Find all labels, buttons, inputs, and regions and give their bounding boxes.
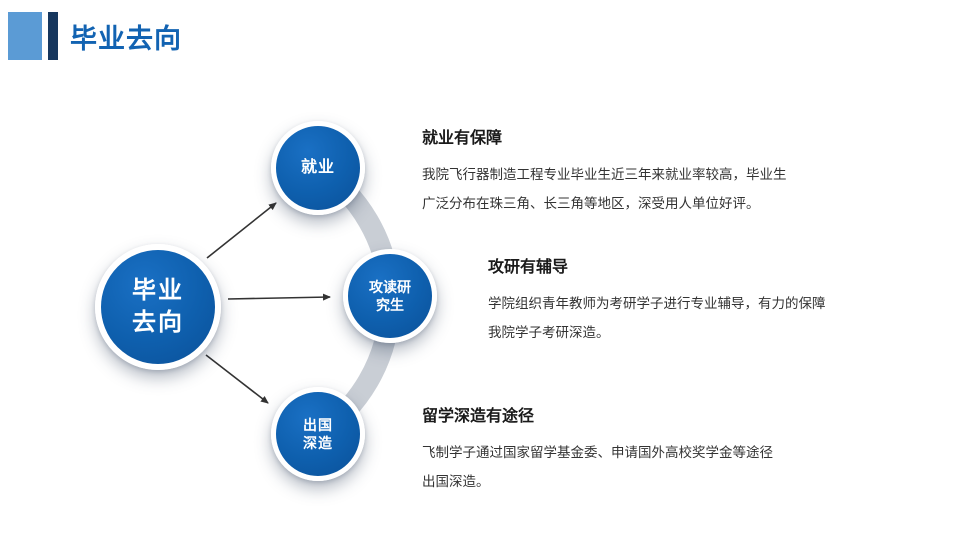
employment-node-label: 就业 — [300, 158, 335, 176]
section-employment-body-line1: 我院飞行器制造工程专业毕业生近三年来就业率较高，毕业生 — [422, 167, 787, 182]
header-accent-bar — [48, 12, 58, 60]
center-node-label-line2: 去向 — [132, 309, 184, 336]
section-employment-body-line2: 广泛分布在珠三角、长三角等地区，深受用人单位好评。 — [422, 196, 760, 211]
section-graduate-body-line1: 学院组织青年教师为考研学子进行专业辅导，有力的保障 — [488, 296, 826, 311]
diagram-node-graduate-study: 攻读研 究生 — [343, 249, 437, 343]
graduate-node-label-line2: 究生 — [376, 297, 404, 313]
section-employment-heading: 就业有保障 — [422, 130, 503, 147]
page-title: 毕业去向 — [70, 23, 182, 54]
section-graduate-study: 攻研有辅导 学院组织青年教师为考研学子进行专业辅导，有力的保障 我院学子考研深造… — [488, 253, 826, 347]
graduate-node-label-line1: 攻读研 — [369, 278, 411, 295]
section-study-abroad: 留学深造有途径 飞制学子通过国家留学基金委、申请国外高校奖学金等途径 出国深造。 — [422, 402, 773, 496]
section-graduate-body-line2: 我院学子考研深造。 — [488, 325, 610, 340]
diagram-node-study-abroad: 出国 深造 — [271, 387, 365, 481]
header-accent-square — [8, 12, 42, 60]
abroad-node-label-line1: 出国 — [303, 416, 333, 433]
diagram-center-node: 毕业 去向 — [95, 244, 221, 370]
arrow-to-abroad-node — [205, 354, 269, 404]
slide-header: 毕业去向 — [8, 12, 182, 60]
section-employment: 就业有保障 我院飞行器制造工程专业毕业生近三年来就业率较高，毕业生 广泛分布在珠… — [422, 124, 787, 218]
section-abroad-heading: 留学深造有途径 — [422, 408, 535, 425]
center-node-label-line1: 毕业 — [132, 276, 184, 304]
abroad-node-label-line2: 深造 — [303, 435, 333, 451]
arrow-to-employment-node — [206, 202, 277, 259]
arrow-to-graduate-node — [227, 293, 331, 301]
section-abroad-body-line1: 飞制学子通过国家留学基金委、申请国外高校奖学金等途径 — [422, 445, 773, 460]
section-graduate-heading: 攻研有辅导 — [488, 259, 569, 276]
diagram-node-employment: 就业 — [271, 121, 365, 215]
section-abroad-body-line2: 出国深造。 — [422, 474, 490, 489]
